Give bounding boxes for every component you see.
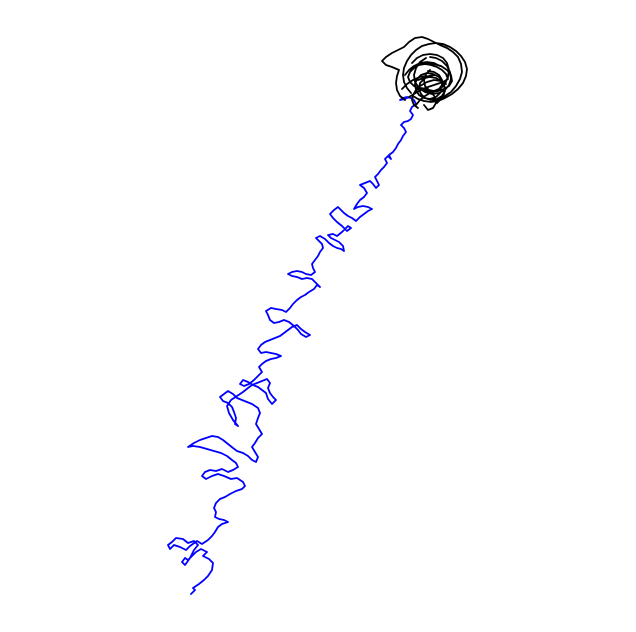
blue-trajectory bbox=[167, 96, 417, 595]
black-trajectory bbox=[381, 36, 468, 111]
